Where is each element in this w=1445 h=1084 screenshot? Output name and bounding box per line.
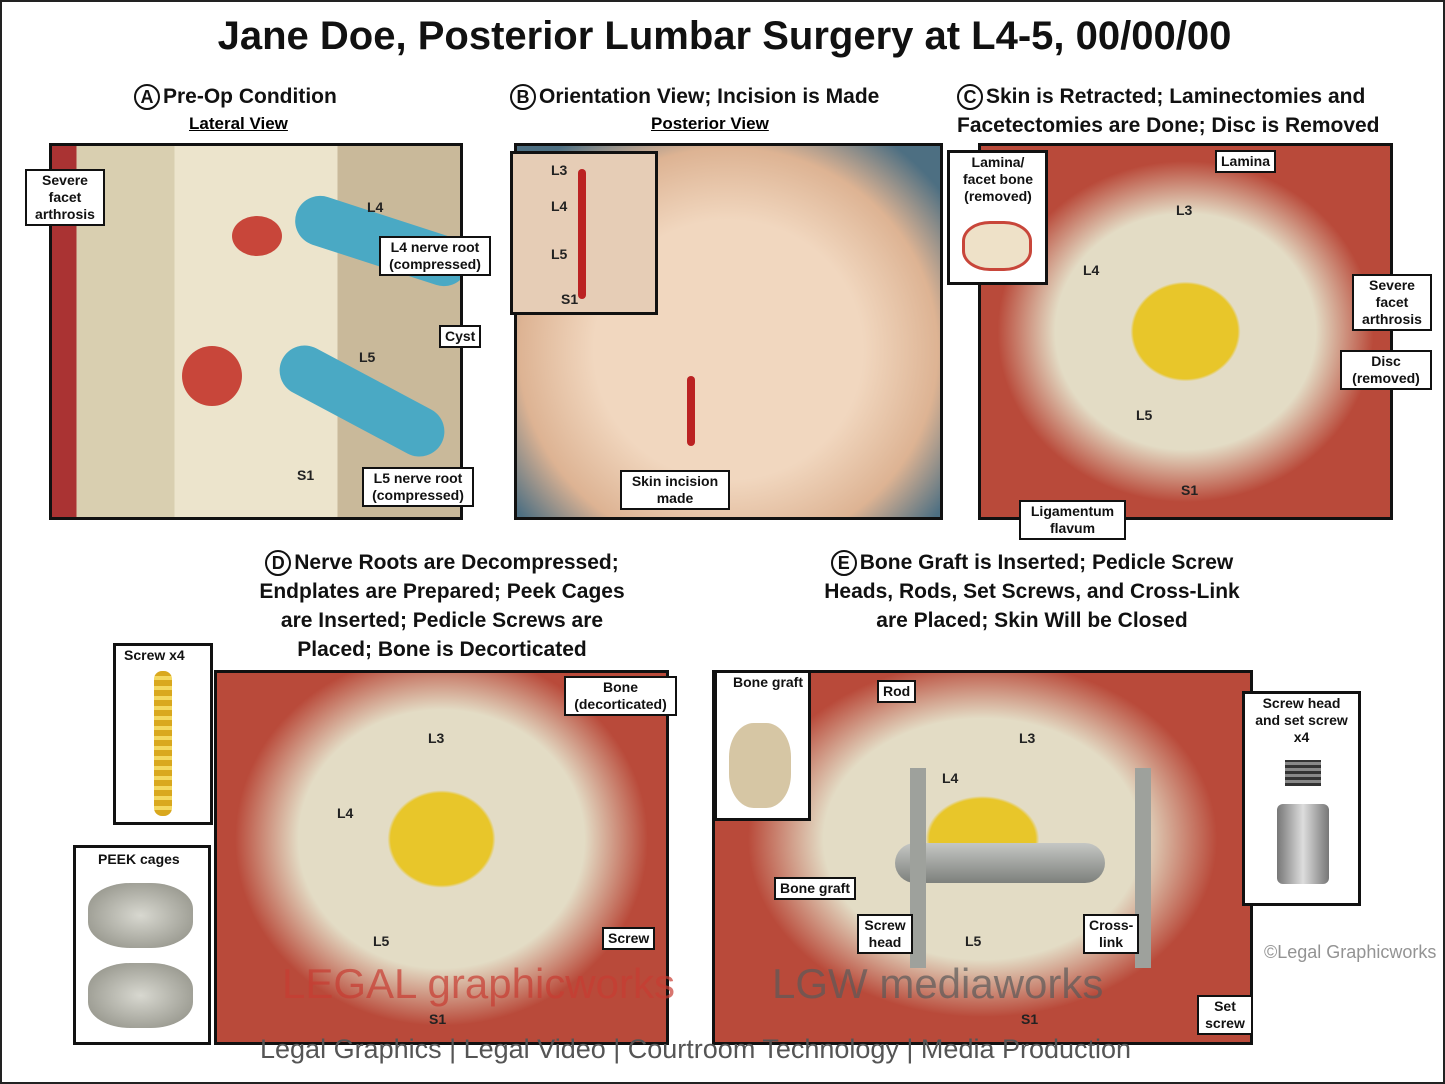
label-ligamentum-flavum: Ligamentum flavum <box>1019 500 1126 540</box>
inset-spine-levels: L3 L4 L5 S1 <box>510 151 658 315</box>
heading-line: are Placed; Skin Will be Closed <box>876 609 1188 632</box>
cross-link <box>895 843 1105 883</box>
level-label: L3 <box>428 730 445 746</box>
footer-tagline: Legal Graphics | Legal Video | Courtroom… <box>260 1034 1132 1064</box>
label-bone-graft: Bone graft <box>774 877 856 900</box>
panel-letter: A <box>134 84 160 110</box>
heading-line: are Inserted; Pedicle Screws are <box>280 609 604 632</box>
label-cross-link: Cross-link <box>1083 914 1139 954</box>
inset-bone-graft: Bone graft <box>714 670 811 821</box>
peek-cage <box>88 883 193 948</box>
label-facet-arthrosis: Severe facet arthrosis <box>25 169 105 226</box>
incision <box>687 376 695 446</box>
panel-letter: E <box>830 550 857 576</box>
level-label: S1 <box>297 467 315 483</box>
inset-screw-head: Screw head and set screw x4 <box>1242 691 1361 906</box>
set-screw <box>1285 760 1321 786</box>
label-cyst: Cyst <box>439 325 482 348</box>
label-screw-head-set-screw: Screw head and set screw x4 <box>1245 694 1358 747</box>
legal-graphicworks-logo: LEGAL graphicworks <box>282 960 675 1007</box>
heading-line: Nerve Roots are Decompressed; <box>294 551 619 574</box>
level-label: L3 <box>551 162 568 178</box>
pedicle-screw <box>154 671 172 816</box>
label-rod: Rod <box>877 680 917 703</box>
level-label: L5 <box>1136 407 1153 423</box>
panel-a-illustration <box>49 143 463 520</box>
label-screw-x4: Screw x4 <box>120 646 189 665</box>
peek-cage <box>88 963 193 1028</box>
label-l5-nerve-root: L5 nerve root (compressed) <box>362 467 474 507</box>
panel-b-subheading: Posterior View <box>651 114 769 133</box>
label-screw-head: Screw head <box>857 914 913 954</box>
lgw-mediaworks-logo: LGW mediaworks <box>772 960 1104 1007</box>
label-peek-cages: PEEK cages <box>94 850 184 869</box>
inset-peek-cages: PEEK cages <box>73 845 211 1045</box>
level-label: S1 <box>429 1011 447 1027</box>
panel-a-subheading: Lateral View <box>189 114 288 133</box>
label-lamina: Lamina <box>1215 150 1277 173</box>
level-label: L4 <box>942 770 959 786</box>
level-label: L5 <box>965 933 982 949</box>
level-label: L3 <box>1019 730 1036 746</box>
label-facet-arthrosis: Severe facet arthrosis <box>1352 274 1432 331</box>
panel-d-illustration <box>214 670 669 1045</box>
heading-line: Bone Graft is Inserted; Pedicle Screw <box>859 551 1234 574</box>
label-l4-nerve-root: L4 nerve root (compressed) <box>379 236 491 276</box>
level-label: S1 <box>1181 482 1199 498</box>
heading-text: Skin is Retracted; Laminectomies and Fac… <box>957 85 1380 137</box>
panel-letter: D <box>265 550 292 576</box>
level-label: L4 <box>367 199 384 215</box>
inset-screw: Screw x4 <box>113 643 213 825</box>
inset-removed-bone: Lamina/ facet bone (removed) <box>947 150 1048 285</box>
rod <box>1135 768 1151 968</box>
heading-line: Placed; Bone is Decorticated <box>297 638 587 661</box>
bone-graft-image <box>729 723 791 808</box>
page-title: Jane Doe, Posterior Lumbar Surgery at L4… <box>217 14 1232 58</box>
level-label: L3 <box>1176 202 1193 218</box>
heading-text: Pre-Op Condition <box>163 85 337 108</box>
watermark-text: ©Legal Graphicworks <box>1264 942 1437 962</box>
level-label: L4 <box>337 805 354 821</box>
screw-head <box>1277 804 1329 884</box>
level-label: L4 <box>551 198 568 214</box>
removed-bone-fragment <box>962 221 1032 271</box>
label-set-screw: Set screw <box>1197 995 1253 1035</box>
label-bone-decorticated: Bone (decorticated) <box>564 676 677 716</box>
level-label: S1 <box>1021 1011 1039 1027</box>
level-label: S1 <box>561 291 579 307</box>
label-disc-removed: Disc (removed) <box>1340 350 1432 390</box>
heading-line: Heads, Rods, Set Screws, and Cross-Link <box>824 580 1240 603</box>
level-label: L4 <box>1083 262 1100 278</box>
level-label: L5 <box>359 349 376 365</box>
level-label: L5 <box>373 933 390 949</box>
facet-arthrosis <box>182 346 242 406</box>
label-screw: Screw <box>602 927 656 950</box>
facet-arthrosis <box>232 216 282 256</box>
label-bone-graft: Bone graft <box>729 673 807 692</box>
label-lamina-facet: Lamina/ facet bone (removed) <box>952 153 1044 206</box>
label-skin-incision: Skin incision made <box>620 470 730 510</box>
panel-letter: C <box>957 84 983 110</box>
rod <box>910 768 926 968</box>
panel-letter: B <box>510 84 536 110</box>
heading-text: Orientation View; Incision is Made <box>539 85 880 108</box>
heading-line: Endplates are Prepared; Peek Cages <box>259 580 625 603</box>
incision <box>578 169 586 299</box>
level-label: L5 <box>551 246 568 262</box>
